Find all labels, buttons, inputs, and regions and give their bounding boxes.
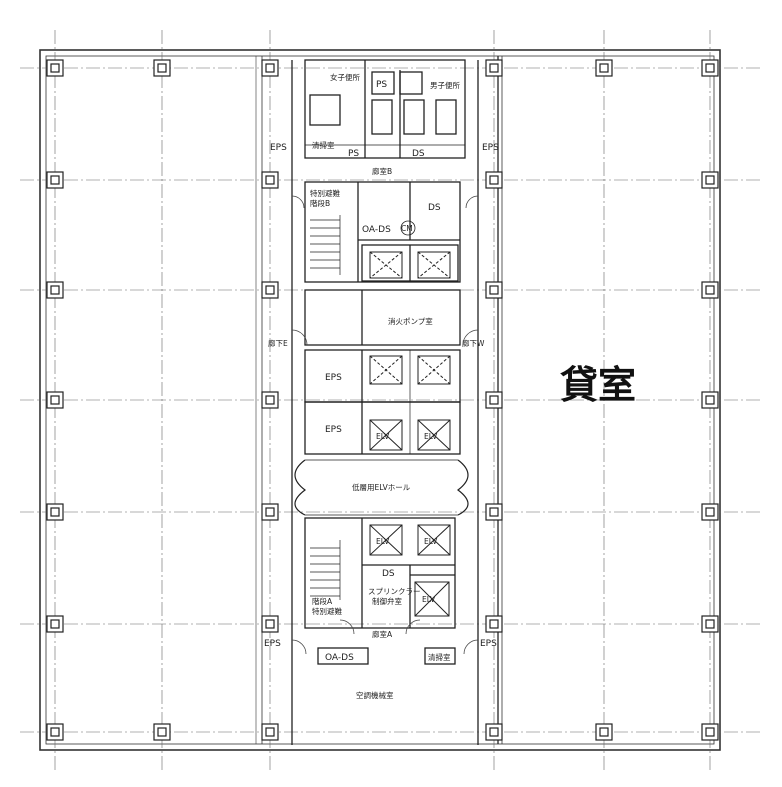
sprinkler-label-line2: 制御弁室 — [372, 596, 402, 606]
core-walls — [291, 59, 479, 745]
elv-hall-walls — [294, 459, 469, 516]
elv-hall-label: 低層用ELVホール — [352, 482, 411, 492]
stair-a-label-line1: 階段A — [312, 596, 333, 606]
eps-bottom-left-label: EPS — [264, 639, 281, 649]
grid-lines — [20, 30, 762, 770]
elv-label-5: ELV — [422, 595, 436, 604]
ds-a-label: DS — [382, 569, 395, 579]
ds-top-label: DS — [412, 149, 425, 159]
oa-ds-b-label: OA-DS — [362, 225, 391, 235]
stair-b-label-line2: 階段B — [310, 198, 330, 208]
womens-toilet-label: 女子便所 — [330, 72, 360, 82]
door-swings — [291, 195, 479, 655]
eps-top-left-label: EPS — [270, 143, 287, 153]
cleaning-small-label: 清掃室 — [428, 652, 451, 662]
corridor-a-label: 廊室A — [372, 629, 393, 639]
ac-machine-room-label: 空調機械室 — [356, 690, 394, 700]
ds-b-label: DS — [428, 203, 441, 213]
eps-top-right-label: EPS — [482, 143, 499, 153]
corridor-e-label: 廊下E — [268, 338, 288, 348]
stair-a-label: 階段A 特別避難 — [312, 596, 342, 616]
structural-columns — [46, 59, 719, 741]
elv-label-4: ELV — [424, 537, 438, 546]
stair-b-label-line1: 特別避難 — [310, 188, 340, 198]
corridor-b-label: 廊室B — [372, 166, 392, 176]
sprinkler-label-line1: スプリンクラー — [368, 587, 421, 596]
elv-label-1: ELV — [376, 432, 390, 441]
elv-label-2: ELV — [424, 432, 438, 441]
elevator-shafts — [369, 251, 451, 617]
fire-pump-room-label: 消火ポンプ室 — [388, 316, 433, 326]
cm-symbol — [400, 220, 416, 236]
eps-mid-2-label: EPS — [325, 425, 342, 435]
sprinkler-room-label: スプリンクラー 制御弁室 — [368, 587, 423, 606]
stair-a-label-line2: 特別避難 — [312, 606, 342, 616]
oa-ds-a-label: OA-DS — [325, 653, 354, 663]
eps-bottom-right-label: EPS — [480, 639, 497, 649]
stair-b-label: 特別避難 階段B — [310, 188, 342, 208]
ps-top-label: PS — [376, 80, 387, 90]
tenant-space-label: 貸室 — [560, 363, 636, 407]
elv-label-3: ELV — [376, 537, 390, 546]
mens-toilet-label: 男子便所 — [430, 80, 460, 90]
eps-mid-1-label: EPS — [325, 373, 342, 383]
cm-label: CM — [401, 224, 413, 233]
cleaning-room-label: 清掃室 — [312, 140, 335, 150]
ps-mid-label: PS — [348, 149, 359, 159]
corridor-w-label: 廊下W — [462, 338, 485, 348]
